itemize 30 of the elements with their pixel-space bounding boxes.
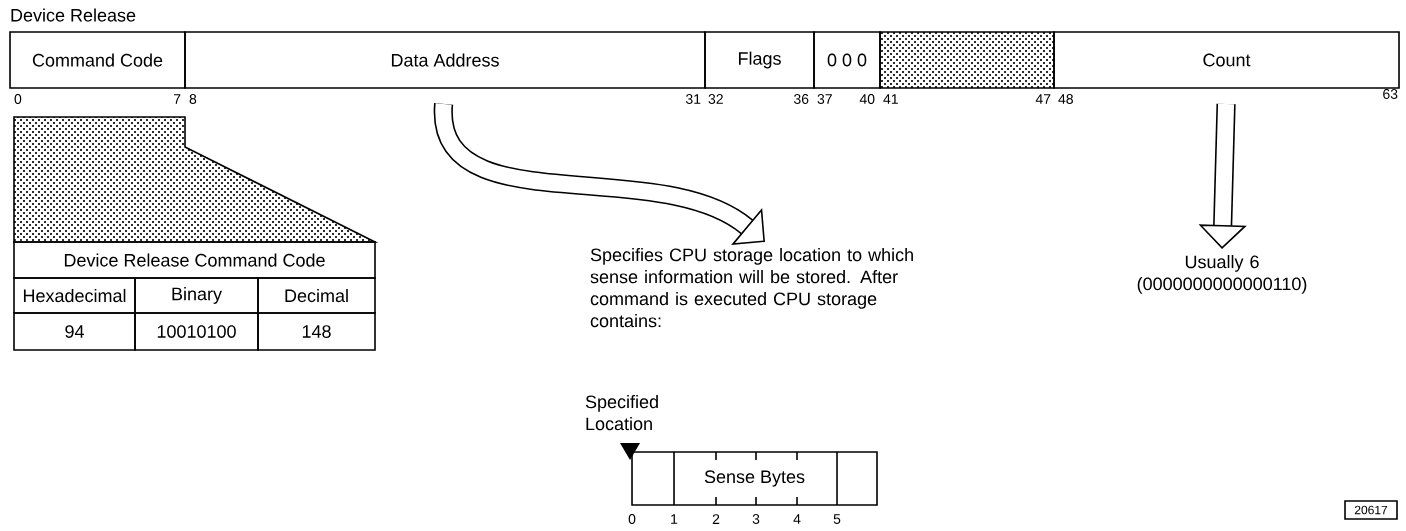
- table-cell: 94: [13, 312, 136, 351]
- field-box: 0 0 0: [813, 31, 881, 89]
- table-cell: Hexadecimal: [13, 277, 136, 314]
- bit-number: 48: [1058, 94, 1073, 104]
- reserved-field-box: [879, 31, 1055, 89]
- bit-number: 40: [859, 94, 875, 104]
- bit-number: 41: [883, 94, 898, 104]
- table-header: Device Release Command Code: [13, 241, 376, 279]
- field-box: Count: [1053, 31, 1400, 89]
- table-cell: Decimal: [257, 277, 376, 314]
- bit-number: 36: [793, 94, 809, 104]
- bit-number: 47: [1035, 94, 1051, 104]
- bit-number: 0: [628, 514, 636, 524]
- value-text: Usually 6 (0000000000000110): [1137, 255, 1307, 294]
- figure-number: 20617: [1344, 500, 1398, 520]
- bit-number: 31: [685, 94, 701, 104]
- field-box: Data Address: [184, 31, 706, 89]
- bit-number: 32: [708, 94, 723, 104]
- location-label: Specified Location: [585, 395, 658, 431]
- description-text: Specifies CPU storage location to which sense information will be stored. After command is executed CPU storage contains:: [590, 248, 913, 328]
- table-cell: 148: [257, 312, 376, 351]
- bit-number: 37: [817, 94, 832, 104]
- table-cell: 10010100: [134, 312, 259, 351]
- table-cell: Binary: [134, 277, 259, 314]
- bit-number: 8: [189, 94, 197, 104]
- title: Device Release: [11, 8, 136, 22]
- field-box: Command Code: [9, 31, 186, 89]
- sense-bytes-box: Sense Bytes: [631, 451, 878, 506]
- bit-number: 7: [173, 94, 181, 104]
- field-box: Flags: [704, 31, 815, 89]
